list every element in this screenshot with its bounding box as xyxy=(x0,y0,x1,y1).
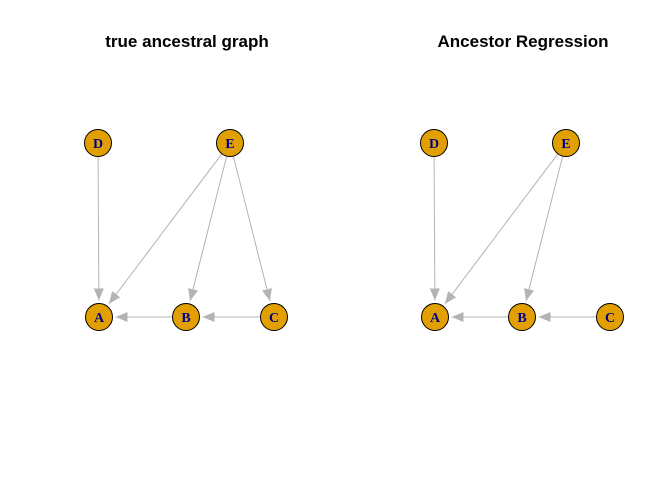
arrowhead-B-A xyxy=(115,312,128,322)
node-A xyxy=(85,303,113,331)
edge-E-B xyxy=(525,155,564,302)
node-label-C: C xyxy=(605,311,615,326)
edge-D-A xyxy=(433,156,436,301)
arrowhead-E-C xyxy=(262,288,272,302)
arrowhead-D-A xyxy=(429,288,440,301)
node-label-C: C xyxy=(269,311,279,326)
edge-E-A xyxy=(108,153,223,305)
node-label-D: D xyxy=(429,137,439,152)
panel-title-true-ancestral-graph: true ancestral graph xyxy=(105,32,269,51)
arrowhead-C-B xyxy=(538,312,551,322)
edge-E-C xyxy=(232,155,271,302)
node-A xyxy=(421,303,449,331)
arrowhead-E-A xyxy=(108,291,121,304)
node-D xyxy=(420,129,448,157)
node-label-B: B xyxy=(181,311,190,326)
arrowhead-B-A xyxy=(451,312,464,322)
panel-ancestor-regression: Ancestor Regression D E A B C xyxy=(336,0,672,480)
node-label-E: E xyxy=(561,137,570,152)
node-E xyxy=(216,129,244,157)
node-E xyxy=(552,129,580,157)
arrowhead-C-B xyxy=(202,312,215,322)
node-label-B: B xyxy=(517,311,526,326)
graph-ancestor-regression: D E A B C xyxy=(420,129,624,331)
node-label-A: A xyxy=(94,311,105,326)
arrowhead-E-B xyxy=(524,288,534,302)
node-D xyxy=(84,129,112,157)
node-label-D: D xyxy=(93,137,103,152)
graph-true-ancestral: D E A B C xyxy=(84,129,288,331)
arrowhead-E-A xyxy=(444,291,457,304)
panel-true-ancestral-graph: true ancestral graph D E A B C xyxy=(84,32,288,331)
node-C xyxy=(260,303,288,331)
arrowhead-E-B xyxy=(188,288,198,302)
edge-E-B xyxy=(189,155,228,302)
node-C xyxy=(596,303,624,331)
node-label-A: A xyxy=(430,311,441,326)
node-label-E: E xyxy=(225,137,234,152)
panel-title-ancestor-regression: Ancestor Regression xyxy=(437,32,609,51)
edge-E-A xyxy=(444,153,559,305)
edge-D-A xyxy=(97,156,100,301)
arrowhead-D-A xyxy=(93,288,104,301)
node-B xyxy=(508,303,536,331)
node-B xyxy=(172,303,200,331)
